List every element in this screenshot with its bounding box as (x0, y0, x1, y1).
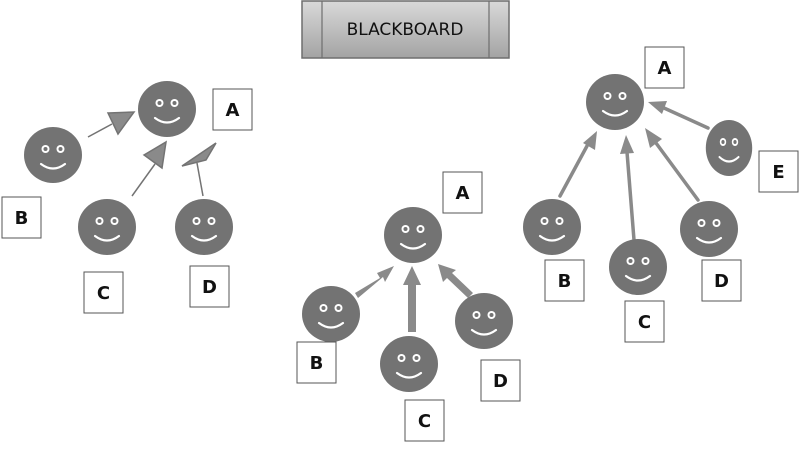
svg-text:C: C (97, 283, 110, 304)
label-c: C (624, 300, 665, 343)
label-a: A (442, 171, 483, 214)
group-1-arrows (87, 111, 217, 197)
label-a: A (644, 46, 685, 89)
arrow-c-to-a (403, 266, 421, 332)
arrow-c-to-a-head (142, 140, 167, 170)
smiley-face-b (22, 125, 84, 185)
label-b: B (296, 341, 337, 384)
svg-text:A: A (658, 58, 672, 79)
arrow-c-to-a (625, 150, 636, 242)
arrow-c-to-a (131, 163, 156, 197)
smiley-face-b (300, 284, 362, 344)
group-2-arrows (355, 264, 473, 332)
arrow-d-to-a (654, 141, 700, 202)
arrow-d-to-a (196, 162, 204, 197)
smiley-face-b (521, 197, 583, 257)
blackboard: BLACKBOARD (301, 0, 510, 59)
svg-text:D: D (202, 277, 217, 298)
label-b: B (544, 259, 585, 302)
label-a: A (212, 88, 253, 131)
svg-text:E: E (772, 162, 784, 183)
label-b: B (1, 196, 42, 239)
arrow-d-to-a-head (181, 142, 217, 167)
arrow-e-to-a (662, 106, 710, 130)
svg-text:D: D (714, 271, 729, 292)
svg-text:A: A (456, 183, 470, 204)
smiley-face-d (678, 199, 740, 259)
group-1: A B C D (1, 79, 253, 314)
arrow-b-to-a-head (106, 111, 136, 136)
label-c: C (83, 271, 124, 314)
svg-text:B: B (310, 353, 324, 374)
arrow-b-to-a (87, 123, 113, 138)
smiley-face-c (378, 334, 440, 394)
svg-text:C: C (638, 312, 651, 333)
arrow-c-to-a-head (620, 135, 634, 154)
arrow-b-to-a-head (583, 131, 597, 150)
blackboard-label: BLACKBOARD (347, 20, 464, 40)
arrow-d-to-a (438, 264, 473, 298)
label-d: D (480, 359, 521, 402)
smiley-face-a (382, 205, 444, 265)
arrow-b-to-a (355, 266, 394, 298)
arrow-d-to-a-head (645, 128, 662, 148)
arrow-e-to-a-head (648, 101, 667, 114)
group-2: A B C D (296, 171, 521, 442)
smiley-face-c (76, 197, 138, 257)
smiley-face-c (607, 237, 669, 297)
group-3-arrows (558, 101, 710, 242)
svg-text:D: D (493, 371, 508, 392)
arrow-b-to-a (558, 144, 589, 198)
smiley-face-d (453, 291, 515, 351)
svg-text:B: B (15, 208, 29, 229)
svg-text:B: B (558, 271, 572, 292)
smiley-face-a (584, 72, 646, 132)
label-c: C (404, 399, 445, 442)
label-e: E (758, 150, 799, 193)
label-d: D (189, 265, 230, 308)
group-3: A B C D E (521, 46, 799, 343)
svg-text:A: A (226, 100, 240, 121)
smiley-face-d (173, 197, 235, 257)
smiley-face-a (136, 79, 198, 139)
label-d: D (701, 259, 742, 302)
svg-text:C: C (418, 411, 431, 432)
smiley-face-e (704, 118, 754, 178)
